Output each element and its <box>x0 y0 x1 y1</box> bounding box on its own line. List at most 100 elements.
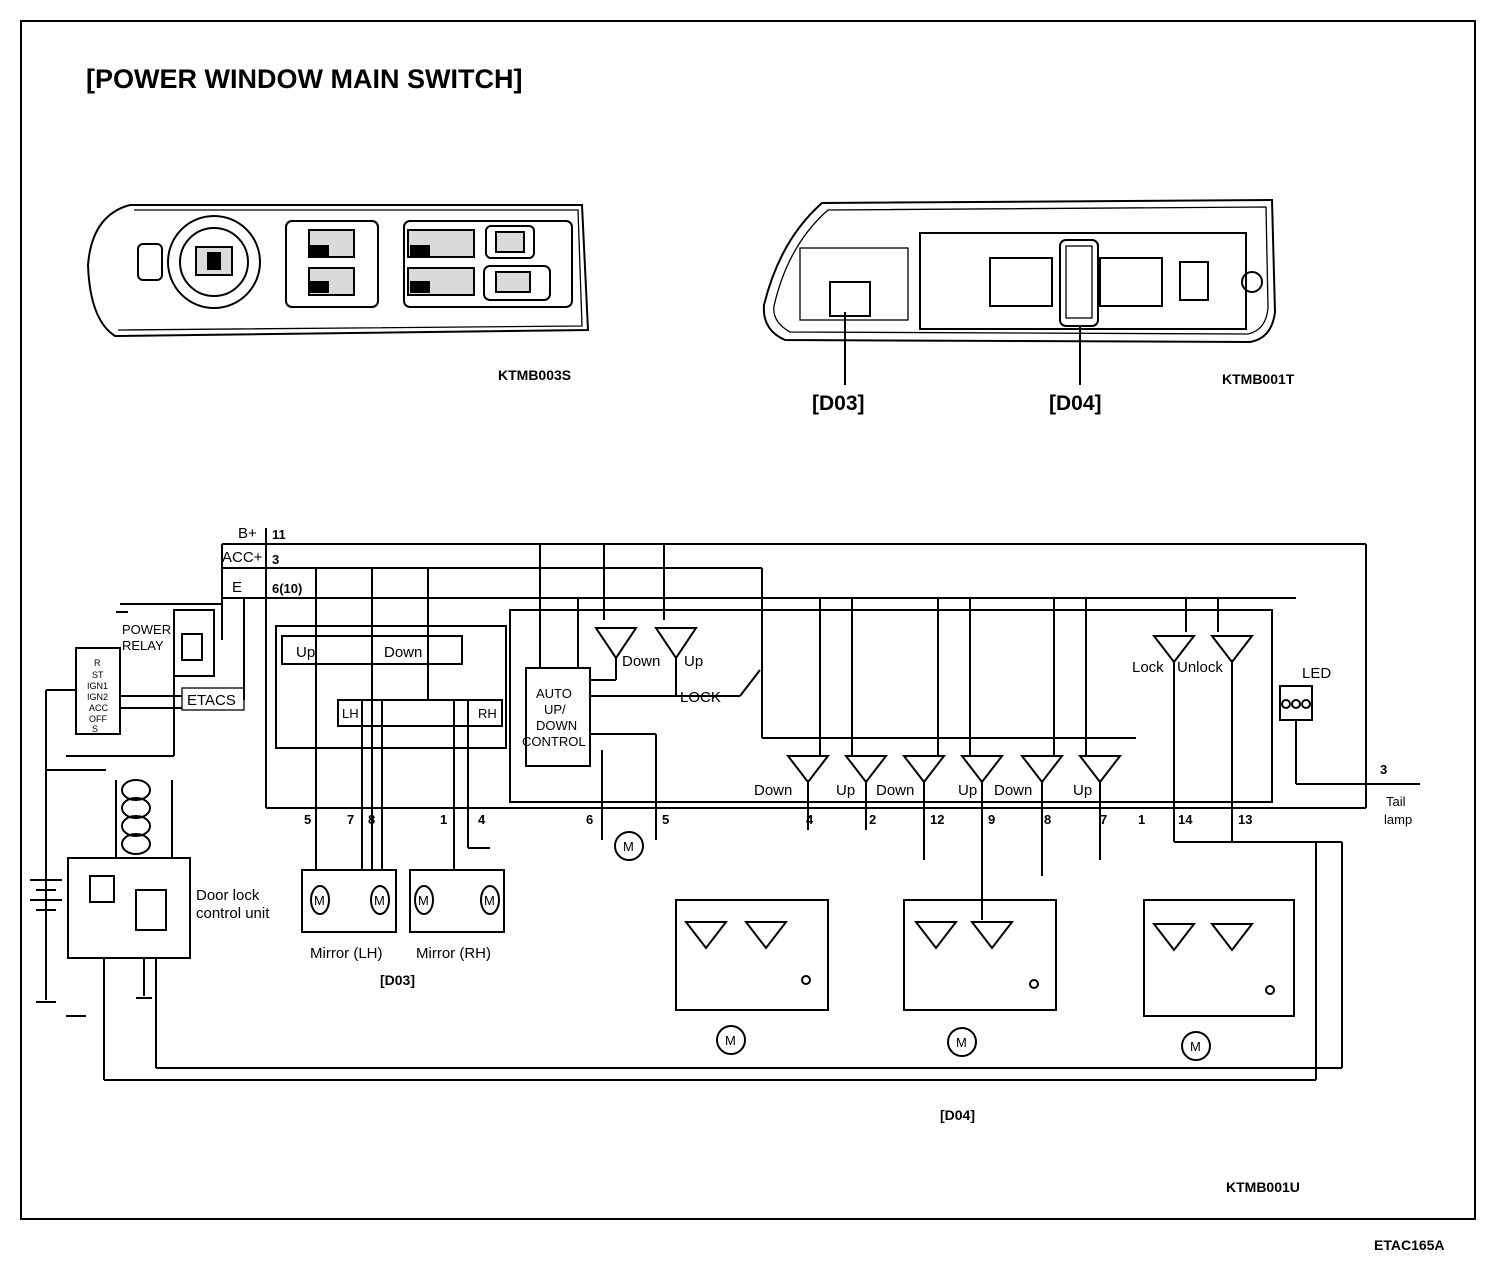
mirror-up-label: Up <box>296 644 315 661</box>
d04-pin-13: 13 <box>1238 812 1252 827</box>
window-switches-row: Down Up Down Up Down Up 4 2 12 9 8 7 1 1… <box>754 598 1252 920</box>
led-label: LED <box>1302 665 1331 682</box>
door-lock-unit-label-1: Door lock <box>196 887 260 904</box>
passenger-door-switch: M <box>1143 899 1295 1061</box>
lock-switch-label: LOCK <box>680 689 721 706</box>
rl-motor-label: M <box>725 1033 736 1048</box>
tail-lamp-label-2: lamp <box>1384 812 1412 827</box>
mirror-pin-7: 7 <box>347 812 354 827</box>
pass-down-label: Down <box>994 782 1032 799</box>
acc-plus-label: ACC+ <box>222 549 263 566</box>
driver-window-motor <box>614 831 644 861</box>
page-code: ETAC165A <box>1374 1237 1445 1253</box>
ign-pos-acc: ACC <box>89 703 109 713</box>
d04-bottom-label: [D04] <box>940 1107 975 1123</box>
rl-up-label: Up <box>836 782 855 799</box>
driver-up-contact <box>654 627 698 660</box>
page-title: [POWER WINDOW MAIN SWITCH] <box>86 64 522 94</box>
etacs-label: ETACS <box>187 692 236 709</box>
auto-control-line-4: CONTROL <box>522 734 586 749</box>
d04-pin-14: 14 <box>1178 812 1193 827</box>
rr-up-label: Up <box>958 782 977 799</box>
ign-pos-ign1: IGN1 <box>87 681 108 691</box>
pin-b-plus: 11 <box>272 527 286 542</box>
pin-e: 6(10) <box>272 581 302 596</box>
driver-down-contact <box>594 627 638 660</box>
d04-pin-1: 1 <box>1138 812 1145 827</box>
ign-pos-s: S <box>92 724 98 734</box>
mirror-motor-2: M <box>374 893 385 908</box>
lock-label: Lock <box>1132 659 1164 676</box>
lock-contact <box>1151 635 1197 664</box>
driver-down-label: Down <box>622 653 660 670</box>
switch-front-code: KTMB003S <box>498 367 571 383</box>
auto-control-line-2: UP/ <box>544 702 566 717</box>
auto-control-line-1: AUTO <box>536 686 572 701</box>
power-relay-label-1: POWER <box>122 622 171 637</box>
d04-pin-9: 9 <box>988 812 995 827</box>
d04-pin-12: 12 <box>930 812 944 827</box>
pass-motor-label: M <box>1190 1039 1201 1054</box>
auto-control-line-3: DOWN <box>536 718 577 733</box>
door-lock-control-unit: Door lock control unit <box>67 779 270 1080</box>
tail-lamp-pin: 3 <box>1380 762 1387 777</box>
lower-harness: [D04] <box>104 841 1343 1123</box>
d04-pin-4: 4 <box>806 812 814 827</box>
ign-pos-r: R <box>94 658 101 668</box>
rr-down-label: Down <box>876 782 914 799</box>
page-frame <box>20 20 1476 1220</box>
mirror-lh-label-text: Mirror (LH) <box>310 945 383 962</box>
mirror-motor-3: M <box>418 893 429 908</box>
mirror-rh-label: RH <box>478 706 497 721</box>
rr-motor-label: M <box>956 1035 967 1050</box>
switch-back-illustration: [D03] [D04] KTMB001T <box>762 198 1295 415</box>
mirror-rh-label-text: Mirror (RH) <box>416 945 491 962</box>
pin-acc-plus: 3 <box>272 552 279 567</box>
ign-pos-st: ST <box>92 670 104 680</box>
mirror-connector-label: [D03] <box>380 972 415 988</box>
d04-pin-2: 2 <box>869 812 876 827</box>
rear-left-door-switch: M <box>675 899 829 1055</box>
mirror-pin-1: 1 <box>440 812 447 827</box>
driver-pin-6: 6 <box>586 812 593 827</box>
power-relay <box>173 609 215 677</box>
d04-pin-7: 7 <box>1100 812 1107 827</box>
d04-pin-8: 8 <box>1044 812 1051 827</box>
rear-right-door-switch: M <box>903 899 1057 1057</box>
mirror-rh-motors <box>409 869 505 933</box>
mirror-lh-label: LH <box>342 706 359 721</box>
unlock-contact <box>1209 635 1255 664</box>
ign-pos-off: OFF <box>89 714 107 724</box>
power-supply-section: B+ ACC+ E 11 3 6(10) POWER RELAY R ST IG… <box>30 525 1367 1017</box>
b-plus-label: B+ <box>238 525 257 542</box>
mirror-motor-1: M <box>314 893 325 908</box>
mirror-lh-motors <box>301 869 397 933</box>
led-indicator <box>1279 685 1313 721</box>
pass-up-label: Up <box>1073 782 1092 799</box>
switch-front-illustration: KTMB003S <box>86 204 590 383</box>
mirror-motor-4: M <box>484 893 495 908</box>
rl-down-label: Down <box>754 782 792 799</box>
switch-back-code: KTMB001T <box>1222 371 1295 387</box>
driver-pin-5: 5 <box>662 812 669 827</box>
connector-d03-label: [D03] <box>812 392 865 415</box>
mirror-pin-8: 8 <box>368 812 375 827</box>
connector-d04-label: [D04] <box>1049 392 1102 415</box>
mirror-pin-4: 4 <box>478 812 486 827</box>
driver-motor-label: M <box>623 839 634 854</box>
auto-control-box <box>525 667 591 767</box>
circuit-code: KTMB001U <box>1226 1179 1300 1195</box>
door-lock-switch-section: Lock Unlock LED 3 Tail lamp <box>1132 598 1420 842</box>
door-lock-unit-label-2: control unit <box>196 905 270 922</box>
unlock-label: Unlock <box>1177 659 1223 676</box>
mirror-switch-section: Up Down LH RH 5 7 8 1 4 M M M M Mirror (… <box>275 568 507 988</box>
driver-up-label: Up <box>684 653 703 670</box>
driver-window-section: AUTO UP/ DOWN CONTROL Down Up LOCK 6 5 M <box>509 544 1273 861</box>
mirror-down-label: Down <box>384 644 422 661</box>
power-relay-label-2: RELAY <box>122 638 164 653</box>
tail-lamp-label-1: Tail <box>1386 794 1406 809</box>
mirror-pin-5: 5 <box>304 812 311 827</box>
ign-pos-ign2: IGN2 <box>87 692 108 702</box>
ground-e-label: E <box>232 579 242 596</box>
